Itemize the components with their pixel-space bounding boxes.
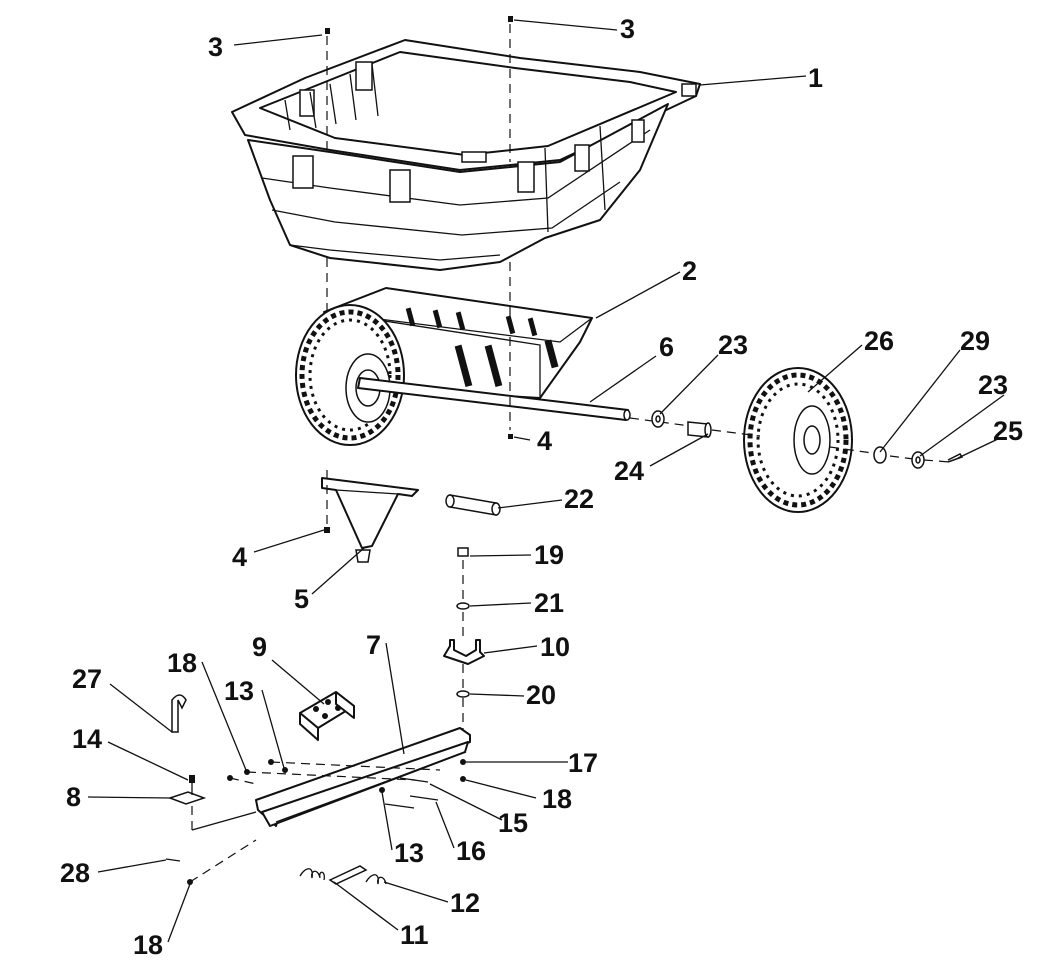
callout-18a: 18	[167, 648, 197, 678]
callout-labels: 3 3 1 2 6 23 26 29 23 25 4 24 22 4 5 19 …	[60, 14, 1023, 960]
callout-14: 14	[72, 724, 102, 754]
callout-15: 15	[498, 808, 528, 838]
callout-13a: 13	[224, 676, 254, 706]
callout-10: 10	[540, 632, 570, 662]
callout-29: 29	[960, 326, 990, 356]
callout-4a: 4	[537, 426, 552, 456]
callout-11: 11	[400, 920, 429, 950]
callout-27: 27	[72, 664, 102, 694]
callout-13b: 13	[394, 838, 424, 868]
callout-5: 5	[294, 584, 309, 614]
callout-23a: 23	[718, 330, 748, 360]
part-27-hitch-pin	[171, 694, 187, 733]
callout-17: 17	[568, 748, 598, 778]
callout-22: 22	[564, 484, 594, 514]
part-1-tub	[231, 39, 701, 271]
part-26-wheel	[743, 367, 853, 513]
callout-20: 20	[526, 680, 556, 710]
part-7-tongue	[255, 727, 471, 827]
callout-7: 7	[366, 630, 381, 660]
callout-8: 8	[66, 782, 81, 812]
part-14-bolt	[189, 775, 195, 795]
callout-25: 25	[993, 416, 1023, 446]
callout-3b: 3	[620, 14, 635, 44]
part-5-mount-bracket	[321, 477, 419, 563]
callout-6: 6	[659, 332, 674, 362]
part-12-spring	[299, 868, 387, 885]
callout-23b: 23	[978, 370, 1008, 400]
part-8-hitch-plate	[167, 791, 207, 805]
callout-26: 26	[864, 326, 894, 356]
part-22-bushing	[445, 494, 501, 516]
callout-4b: 4	[232, 542, 247, 572]
left-wheel	[295, 304, 405, 446]
part-6-axle	[357, 377, 631, 421]
callout-28: 28	[60, 858, 90, 888]
callout-3a: 3	[208, 32, 223, 62]
callout-2: 2	[682, 256, 697, 286]
assembly-lines	[189, 24, 511, 883]
callout-9: 9	[252, 632, 267, 662]
callout-18c: 18	[133, 930, 163, 960]
callout-18b: 18	[542, 784, 572, 814]
callout-16: 16	[456, 836, 486, 866]
part-11-link-plate	[328, 865, 368, 885]
callout-1: 1	[808, 63, 823, 93]
part-9-clamp-bracket	[299, 691, 355, 741]
part-10-u-bracket	[443, 639, 485, 665]
callout-19: 19	[534, 540, 564, 570]
callout-12: 12	[450, 888, 480, 918]
callout-21: 21	[534, 588, 564, 618]
leader-lines	[87, 19, 1005, 943]
callout-24: 24	[614, 456, 644, 486]
